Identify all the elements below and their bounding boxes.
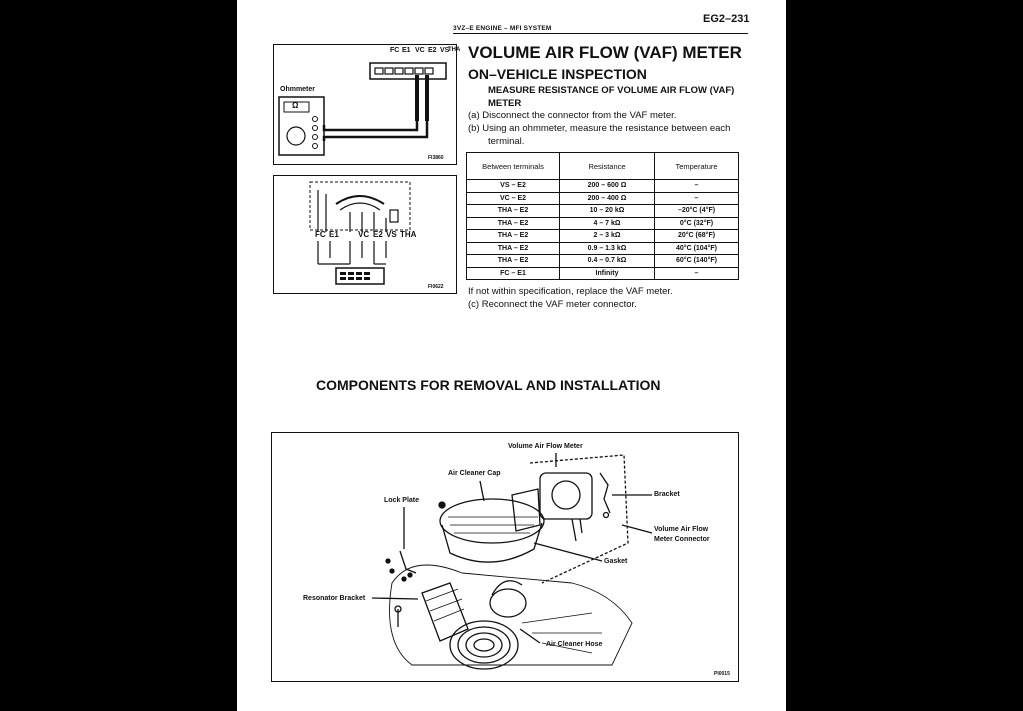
terminal-label: VS <box>386 230 397 239</box>
manual-page: EG2–231 3VZ–E ENGINE – MFI SYSTEM FC E1 <box>237 0 786 711</box>
lock-plate-label: Lock Plate <box>384 497 420 504</box>
terminal-label: VC <box>415 47 425 54</box>
figure-id: FI0622 <box>428 284 444 290</box>
table-cell: VC – E2 <box>466 191 560 205</box>
terminal-label: VC <box>358 230 370 239</box>
table-cell: THA – E2 <box>466 216 560 230</box>
ohm-symbol: Ω <box>292 101 299 110</box>
table-cell: 60°C (140°F) <box>654 254 739 268</box>
header-rule <box>453 33 748 34</box>
terminal-label: FC <box>390 47 400 54</box>
components-title: COMPONENTS FOR REMOVAL AND INSTALLATION <box>316 377 661 393</box>
connector-label-line2: Meter Connector <box>654 536 710 543</box>
table-cell: FC – E1 <box>466 266 560 280</box>
ohmmeter-diagram <box>278 62 447 156</box>
circuit-figure: FC E1 VC E2 VS THA FI0622 <box>273 175 457 294</box>
terminal-label: THA <box>400 230 417 239</box>
figure-id: PI0015 <box>714 671 730 677</box>
gasket-label: Gasket <box>604 558 628 565</box>
table-cell: 200 – 400 Ω <box>559 191 655 205</box>
terminal-label: THA <box>448 47 461 53</box>
terminal-label: E2 <box>428 47 437 54</box>
table-cell: 200 – 600 Ω <box>559 179 655 193</box>
table-cell: 2 – 3 kΩ <box>559 229 655 243</box>
table-cell: – <box>654 191 739 205</box>
step-b-line2: terminal. <box>488 136 525 147</box>
step-b-line1: (b) Using an ohmmeter, measure the resis… <box>468 123 731 134</box>
table-cell: VS – E2 <box>466 179 560 193</box>
column-header: Temperature <box>654 152 739 180</box>
ohmmeter-label: Ohmmeter <box>280 86 316 93</box>
bracket-label: Bracket <box>654 491 680 498</box>
section-subtitle: ON–VEHICLE INSPECTION <box>468 66 647 82</box>
circuit-diagram <box>309 181 411 285</box>
table-cell: 10 – 20 kΩ <box>559 204 655 218</box>
components-figure: Volume Air Flow Meter Air Cleaner Cap Lo… <box>271 432 739 682</box>
terminal-label: E1 <box>329 230 339 239</box>
ohmmeter-figure: FC E1 VC E2 VS THA Ohmmeter Ω FI3860 <box>273 44 461 165</box>
table-cell: – <box>654 179 739 193</box>
vaf-meter-label: Volume Air Flow Meter <box>508 443 583 450</box>
table-cell: Infinity <box>559 266 655 280</box>
connector-label-line1: Volume Air Flow <box>654 526 709 533</box>
components-illustration <box>371 453 653 670</box>
resonator-bracket-label: Resonator Bracket <box>303 595 366 602</box>
terminal-label: VS <box>440 47 450 54</box>
section-title: VOLUME AIR FLOW (VAF) METER <box>468 43 742 62</box>
table-cell: 20°C (68°F) <box>654 229 739 243</box>
table-cell: 0°C (32°F) <box>654 216 739 230</box>
step-title: MEASURE RESISTANCE OF VOLUME AIR FLOW (V… <box>488 85 735 109</box>
air-cleaner-cap-label: Air Cleaner Cap <box>448 470 501 477</box>
resistance-spec-table: Between terminals Resistance Temperature… <box>466 152 739 280</box>
section-header: 3VZ–E ENGINE – MFI SYSTEM <box>453 25 552 32</box>
figure-id: FI3860 <box>428 155 444 161</box>
table-cell: 0.9 – 1.3 kΩ <box>559 241 655 255</box>
step-a: (a) Disconnect the connector from the VA… <box>468 110 677 121</box>
table-cell: –20°C (4°F) <box>654 204 739 218</box>
column-header: Between terminals <box>466 152 560 180</box>
table-cell: THA – E2 <box>466 204 560 218</box>
page-id: EG2–231 <box>703 13 750 25</box>
terminal-label: E2 <box>373 230 383 239</box>
terminal-label: FC <box>315 230 326 239</box>
table-cell: THA – E2 <box>466 254 560 268</box>
table-cell: – <box>654 266 739 280</box>
table-cell: 4 – 7 kΩ <box>559 216 655 230</box>
table-cell: 40°C (104°F) <box>654 241 739 255</box>
step-c: (c) Reconnect the VAF meter connector. <box>468 299 637 310</box>
table-cell: THA – E2 <box>466 229 560 243</box>
table-cell: THA – E2 <box>466 241 560 255</box>
step-b: (b) Using an ohmmeter, measure the resis… <box>468 122 748 148</box>
terminal-label: E1 <box>402 47 411 54</box>
table-header-row: Between terminals Resistance Temperature <box>466 152 739 180</box>
air-cleaner-hose-label: Air Cleaner Hose <box>546 641 603 648</box>
table-cell: 0.4 – 0.7 kΩ <box>559 254 655 268</box>
column-header: Resistance <box>559 152 655 180</box>
replace-note: If not within specification, replace the… <box>468 286 673 297</box>
